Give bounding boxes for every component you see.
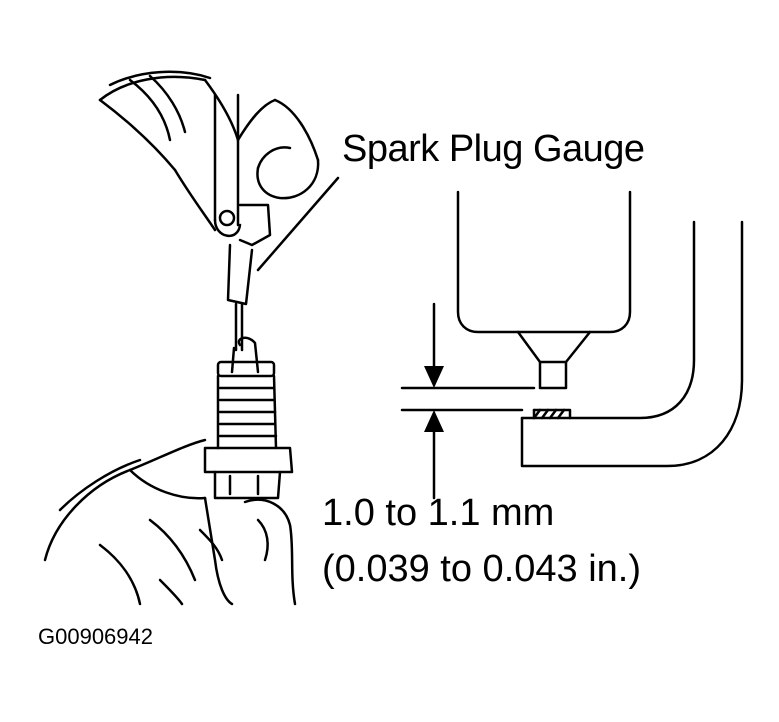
arrow-up-icon bbox=[424, 410, 444, 432]
arrow-down-icon bbox=[424, 366, 444, 388]
upper-hand-illustration bbox=[98, 70, 320, 232]
spark-plug-illustration bbox=[203, 336, 294, 500]
lower-hand-illustration bbox=[43, 438, 297, 606]
spark-plug-gauge-label: Spark Plug Gauge bbox=[342, 128, 645, 170]
gap-detail-view bbox=[400, 190, 744, 500]
spark-plug-gauge-tool bbox=[213, 93, 340, 352]
gap-spec-mm-label: 1.0 to 1.1 mm bbox=[322, 492, 555, 534]
gap-spec-inch-label: (0.039 to 0.043 in.) bbox=[322, 548, 641, 590]
figure-id-label: G00906942 bbox=[38, 624, 153, 649]
